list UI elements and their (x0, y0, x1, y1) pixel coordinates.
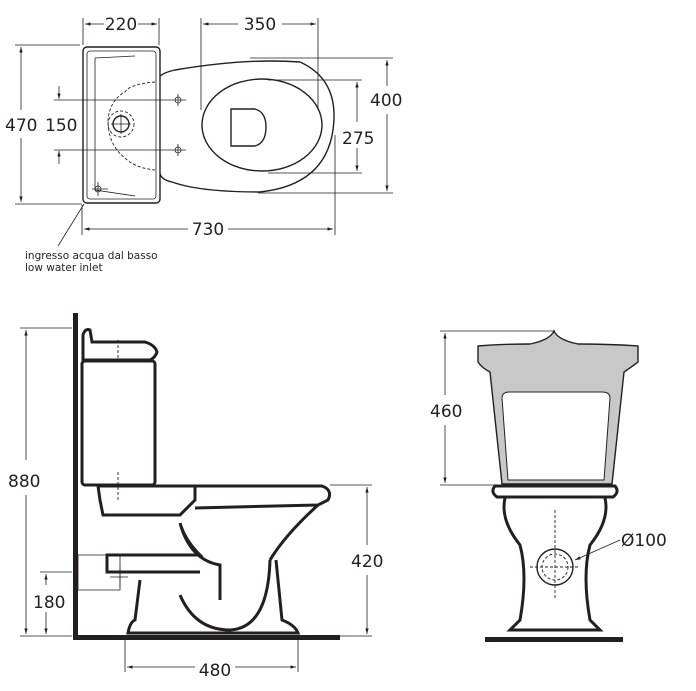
pedestal (502, 497, 608, 632)
dim-bowl-width: 400 (370, 91, 402, 111)
front-view: 460 Ø100 (430, 329, 667, 642)
front-rim (491, 484, 619, 499)
seat-hinge-shape (230, 108, 267, 147)
floor (73, 635, 340, 640)
bowl-trap (105, 503, 320, 600)
bowl-outline (159, 60, 335, 193)
dim-tank-height: 460 (430, 402, 462, 422)
dim-seat-width: 275 (342, 129, 374, 149)
dim-fixing-spacing: 150 (45, 116, 77, 136)
seat-outline (201, 78, 323, 172)
dim-seat-height: 420 (351, 552, 383, 572)
dim-outlet-diameter: Ø100 (621, 531, 667, 551)
dim-total-height: 880 (8, 472, 40, 492)
note-english: low water inlet (25, 262, 103, 274)
dim-base-depth: 480 (199, 661, 231, 681)
bowl-rim (194, 484, 331, 510)
side-view: 880 180 420 480 (8, 313, 383, 681)
note-italian: ingresso acqua dal basso (25, 250, 158, 262)
dim-tank-depth: 470 (5, 116, 37, 136)
outlet-pipe (77, 554, 121, 591)
floor-front (485, 637, 623, 642)
tank-panel (501, 391, 611, 481)
tank-lid (81, 328, 159, 362)
wall (73, 313, 78, 640)
tank-body (80, 359, 157, 487)
dim-total-length: 730 (192, 220, 224, 240)
top-view: 220 350 400 275 470 150 730 ingresso acq… (5, 15, 402, 274)
flush-valve-circle (107, 110, 135, 138)
dim-outlet-height: 180 (33, 593, 65, 613)
dim-bowl-seat-length: 350 (244, 15, 276, 35)
dim-tank-width: 220 (105, 15, 137, 35)
tank-outline (82, 46, 161, 204)
